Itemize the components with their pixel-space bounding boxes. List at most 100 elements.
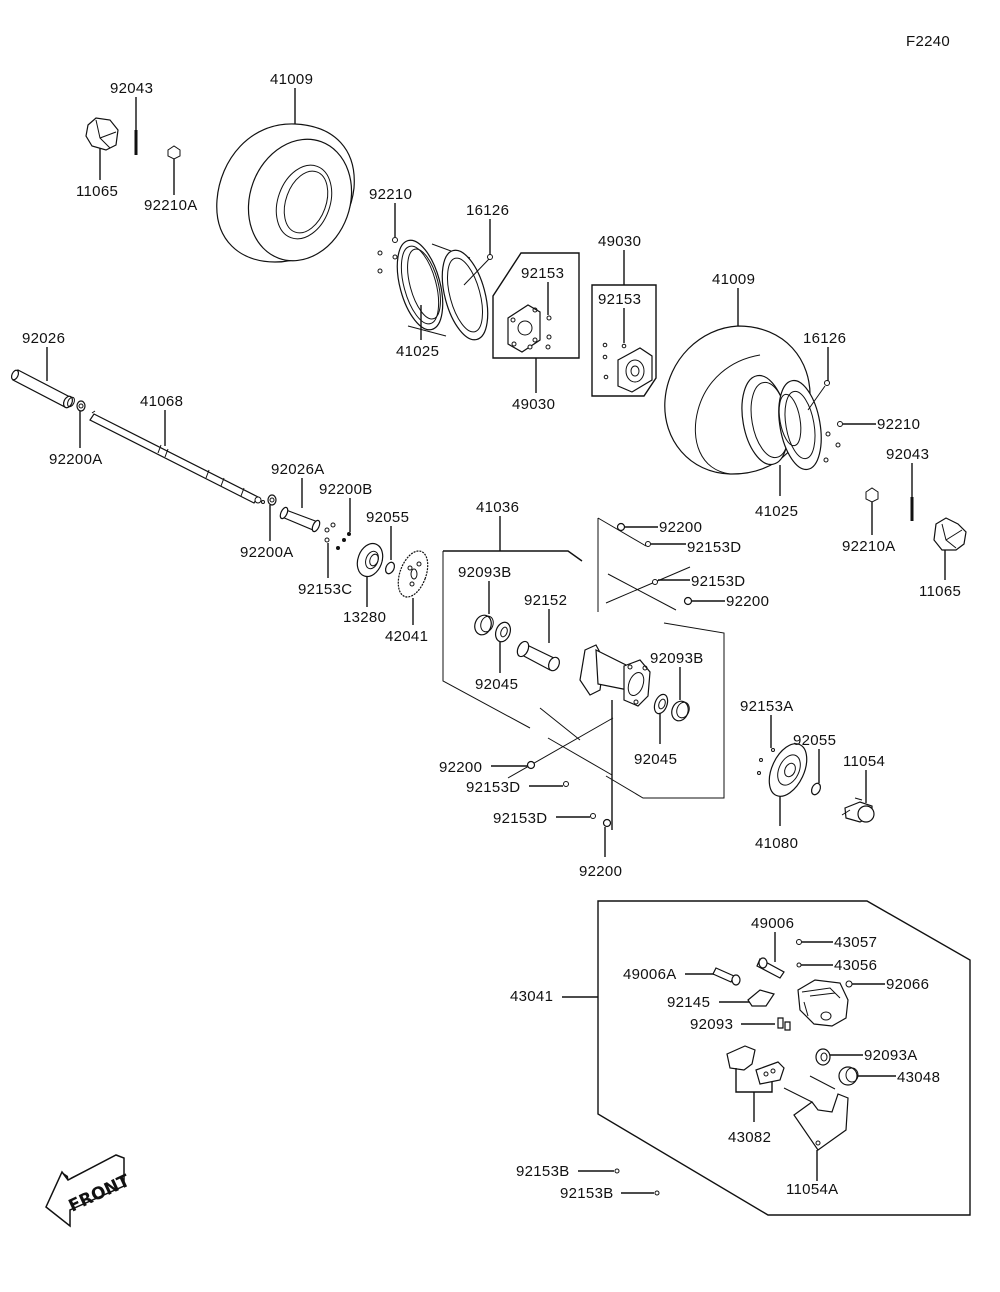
bolt-92153D-3[interactable]	[563, 781, 569, 787]
bolt-92153B-1[interactable]	[614, 1168, 620, 1174]
seal-92093A[interactable]	[815, 1048, 831, 1066]
label-92210-left[interactable]: 92210	[369, 186, 412, 203]
label-92153B-1[interactable]: 92153B	[516, 1163, 570, 1180]
label-43056[interactable]: 43056	[834, 957, 877, 974]
label-43082[interactable]: 43082	[728, 1129, 771, 1146]
label-92200-4[interactable]: 92200	[579, 863, 622, 880]
label-92200-1[interactable]: 92200	[659, 519, 702, 536]
label-42041[interactable]: 42041	[385, 628, 428, 645]
label-49006A[interactable]: 49006A	[623, 966, 677, 983]
lug-nuts-92210-left[interactable]	[377, 237, 398, 274]
label-92093[interactable]: 92093	[690, 1016, 733, 1033]
label-92043-left[interactable]: 92043	[110, 80, 153, 97]
label-92200A-2[interactable]: 92200A	[240, 544, 294, 561]
o-ring-92055-2[interactable]	[810, 782, 822, 796]
label-41025-left[interactable]: 41025	[396, 343, 439, 360]
bracket-11054[interactable]	[841, 797, 875, 823]
cotter-pin-92043-right[interactable]	[910, 497, 914, 521]
label-92200B[interactable]: 92200B	[319, 481, 373, 498]
label-92200-3[interactable]: 92200	[439, 759, 482, 776]
nut-92200-1[interactable]	[616, 522, 626, 532]
nut-92200-4[interactable]	[602, 818, 612, 828]
nut-92210A-left[interactable]	[167, 145, 181, 160]
nut-92200-3[interactable]	[526, 760, 536, 770]
hub-cap-11065-left[interactable]	[85, 117, 119, 151]
nuts-92153-box2[interactable]	[602, 342, 627, 380]
pin-49006A[interactable]	[712, 967, 741, 986]
label-92026A[interactable]: 92026A	[271, 461, 325, 478]
label-92093B-1[interactable]: 92093B	[458, 564, 512, 581]
label-11054A[interactable]: 11054A	[786, 1181, 838, 1198]
label-41080[interactable]: 41080	[755, 835, 798, 852]
caliper-bracket-11054A[interactable]	[783, 1075, 849, 1151]
bolt-92153D-4[interactable]	[590, 813, 596, 819]
piston-43048[interactable]	[838, 1066, 859, 1086]
label-92153D-2[interactable]: 92153D	[691, 573, 745, 590]
label-92093B-2[interactable]: 92093B	[650, 650, 704, 667]
bleeder-cap-92066[interactable]	[845, 980, 853, 988]
label-92093A[interactable]: 92093A	[864, 1047, 918, 1064]
label-92152[interactable]: 92152	[524, 592, 567, 609]
collar-92152[interactable]	[515, 640, 561, 673]
rim-41025-left[interactable]	[389, 235, 496, 344]
lug-nuts-92210-right[interactable]	[823, 421, 843, 463]
label-92055-2[interactable]: 92055	[793, 732, 836, 749]
hub-49030-right[interactable]	[617, 347, 653, 393]
cotter-pin-92043-left[interactable]	[134, 130, 138, 155]
label-41009-right[interactable]: 41009	[712, 271, 755, 288]
brake-pads-43082[interactable]	[726, 1045, 785, 1085]
spring-92145[interactable]	[747, 989, 775, 1007]
label-92153-box2[interactable]: 92153	[598, 291, 641, 308]
label-92200-2[interactable]: 92200	[726, 593, 769, 610]
label-43057[interactable]: 43057	[834, 934, 877, 951]
hub-cap-11065-right[interactable]	[933, 517, 967, 551]
label-92045-2[interactable]: 92045	[634, 751, 677, 768]
label-92153D-4[interactable]: 92153D	[493, 810, 547, 827]
sprocket-42041[interactable]	[393, 547, 434, 601]
cap-43056[interactable]	[796, 962, 802, 968]
label-92210-right[interactable]: 92210	[877, 416, 920, 433]
label-92153D-3[interactable]: 92153D	[466, 779, 520, 796]
label-13280[interactable]: 13280	[343, 609, 386, 626]
label-49030-box1[interactable]: 49030	[512, 396, 555, 413]
nut-92200-2[interactable]	[683, 596, 693, 606]
label-92153-box1[interactable]: 92153	[521, 265, 564, 282]
label-41068[interactable]: 41068	[140, 393, 183, 410]
label-41036[interactable]: 41036	[476, 499, 519, 516]
valve-16126-right[interactable]	[807, 380, 830, 411]
boot-92093[interactable]	[777, 1017, 791, 1031]
bolts-92153A[interactable]	[757, 748, 775, 775]
label-92043-right[interactable]: 92043	[886, 446, 929, 463]
label-92153A[interactable]: 92153A	[740, 698, 794, 715]
seal-92093B-1[interactable]	[472, 613, 495, 637]
valve-16126-left[interactable]	[463, 254, 493, 286]
collar-92026[interactable]	[10, 369, 76, 409]
label-16126-right[interactable]: 16126	[803, 330, 846, 347]
label-92153D-1[interactable]: 92153D	[687, 539, 741, 556]
rim-41025-right[interactable]	[736, 372, 828, 473]
label-11065-right[interactable]: 11065	[919, 583, 961, 600]
label-92145[interactable]: 92145	[667, 994, 710, 1011]
hub-49030-left[interactable]	[507, 304, 541, 353]
label-92200A-1[interactable]: 92200A	[49, 451, 103, 468]
label-92153B-2[interactable]: 92153B	[560, 1185, 614, 1202]
tire-41009-left[interactable]	[216, 123, 368, 275]
label-92210A-right[interactable]: 92210A	[842, 538, 896, 555]
label-41025-right[interactable]: 41025	[755, 503, 798, 520]
label-92066[interactable]: 92066	[886, 976, 929, 993]
label-49030-box2[interactable]: 49030	[598, 233, 641, 250]
nuts-92153-box1[interactable]	[527, 315, 552, 350]
axle-housing-41036[interactable]	[579, 644, 651, 707]
label-43048[interactable]: 43048	[897, 1069, 940, 1086]
bolt-92153D-1[interactable]	[645, 541, 651, 547]
nut-92200A-1[interactable]	[76, 400, 86, 412]
label-92153C[interactable]: 92153C	[298, 581, 352, 598]
label-11065-left[interactable]: 11065	[76, 183, 118, 200]
bolt-92153D-2[interactable]	[652, 579, 658, 585]
brake-disc-41080[interactable]	[762, 738, 815, 802]
label-16126-left[interactable]: 16126	[466, 202, 509, 219]
label-41009-left[interactable]: 41009	[270, 71, 313, 88]
nuts-92200B[interactable]	[336, 532, 351, 550]
bearing-92045-1[interactable]	[493, 620, 513, 644]
label-92210A-left[interactable]: 92210A	[144, 197, 198, 214]
